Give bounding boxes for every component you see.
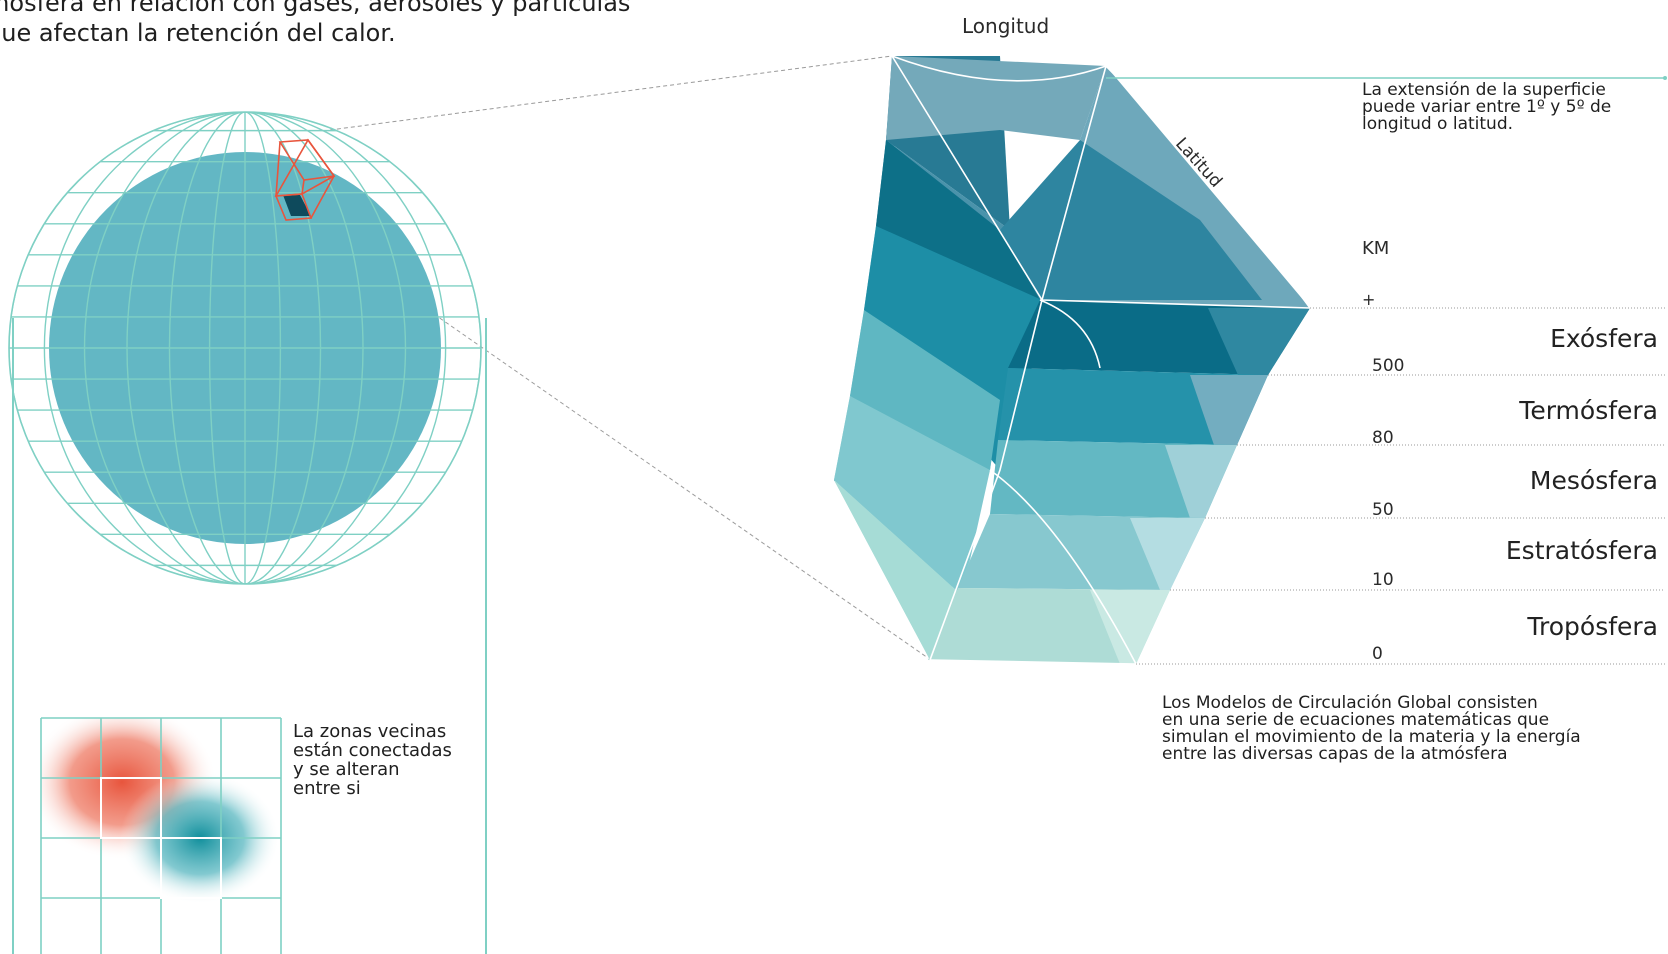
layer-label-estratosfera: Estratósfera <box>1505 536 1658 565</box>
globe-cell-box <box>274 138 336 221</box>
globe-cell-dark <box>283 195 311 216</box>
intro-text: mósfera en relación con gases, aerosoles… <box>0 0 631 47</box>
tick-label-0: 0 <box>1372 644 1383 664</box>
atmosphere-column <box>834 55 1311 665</box>
grid-cell-highlight-red <box>100 777 162 839</box>
layer-label-troposfera: Tropósfera <box>1527 612 1658 641</box>
km-unit-label: KM <box>1362 238 1390 259</box>
neighbor-grid <box>40 717 282 954</box>
gcm-note: Los Modelos de Circulación Global consis… <box>1162 693 1581 764</box>
surface-note: La extensión de la superficie puede vari… <box>1362 80 1612 134</box>
tick-label-500: 500 <box>1372 356 1405 376</box>
tick-label-50: 50 <box>1372 500 1394 520</box>
layer-label-mesosfera: Mesósfera <box>1529 466 1658 495</box>
scale-top-marker: + <box>1362 290 1376 309</box>
longitude-label: Longitud <box>962 14 1050 38</box>
globe-grid <box>9 112 481 584</box>
neighbors-note: La zonas vecinas están conectadas y se a… <box>293 721 452 799</box>
connector-line-top <box>329 55 893 131</box>
grid-cell-highlight-teal <box>160 837 222 899</box>
layer-label-termosfera: Termósfera <box>1519 396 1658 425</box>
layer-guides <box>1136 307 1665 665</box>
column-top-face <box>886 56 1106 140</box>
layer-label-exosfera: Exósfera <box>1550 324 1658 353</box>
tick-label-10: 10 <box>1372 570 1394 590</box>
globe-outline <box>8 111 482 585</box>
tick-label-80: 80 <box>1372 428 1394 448</box>
longitude-leader-end <box>1663 76 1667 80</box>
globe <box>8 111 482 585</box>
